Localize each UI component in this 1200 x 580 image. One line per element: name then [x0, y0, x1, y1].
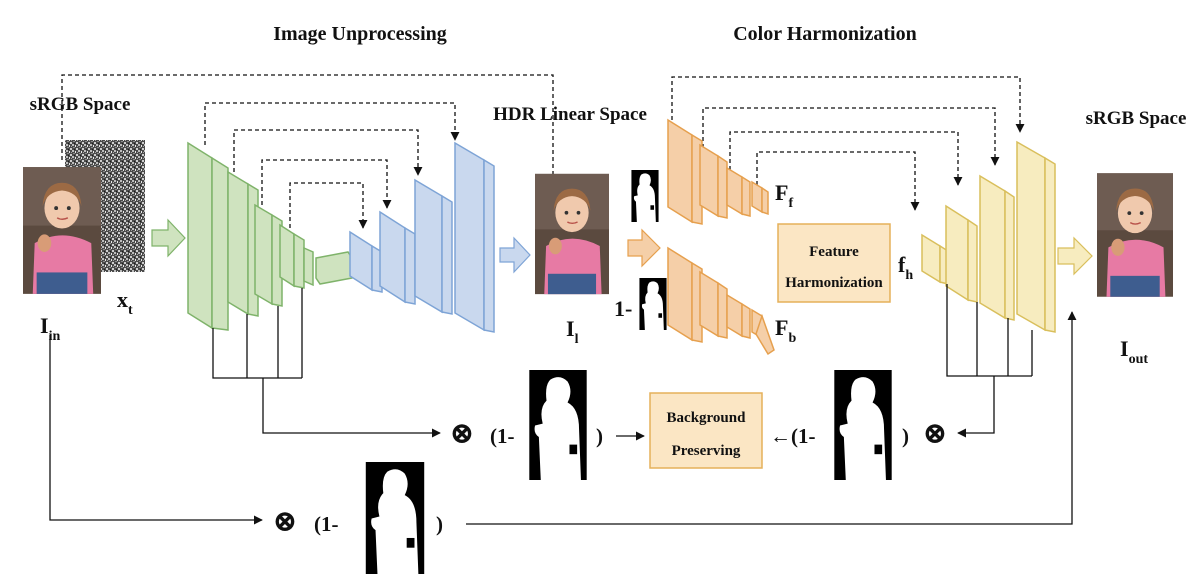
symbol-i-l: Il: [566, 316, 579, 347]
background-preserving-line1: Background: [667, 410, 747, 426]
background-preserving-line2: Preserving: [672, 443, 741, 459]
harmonization-decoder-blocks: [921, 140, 1056, 333]
foreground-mask-small: [631, 170, 659, 222]
background-mask-small: [639, 278, 667, 330]
foreground-encoder-blocks: [667, 118, 769, 225]
otimes-right-middle: ⊗: [922, 417, 947, 450]
heading-color-harmonization: Color Harmonization: [733, 23, 917, 45]
arrow-into-encoder: [151, 218, 186, 258]
input-to-bottom-path: [49, 335, 263, 525]
left-arrow-one-minus-right-middle: ←(1-: [770, 424, 816, 448]
label-srgb-space-right: sRGB Space: [1086, 108, 1187, 129]
bottom-to-output-path: [466, 311, 1077, 525]
symbol-f-h: fh: [898, 252, 913, 283]
mask-right-middle: [834, 370, 892, 480]
label-srgb-space-left: sRGB Space: [30, 94, 131, 115]
output-image: [1097, 172, 1173, 298]
one-minus-left-middle: (1-: [490, 424, 515, 448]
arrow-into-harmonization: [627, 228, 661, 268]
symbol-f-b: Fb: [775, 315, 796, 346]
close-paren-bottom: ): [436, 512, 443, 536]
symbol-i-in: Iin: [40, 313, 60, 344]
background-encoder-blocks: [667, 246, 775, 356]
encoder-feature-connectors: [212, 288, 441, 438]
decoder-blocks: [349, 141, 495, 333]
linear-image: [535, 173, 609, 295]
label-one-minus-mask: 1-: [614, 296, 632, 321]
heading-image-unprocessing: Image Unprocessing: [273, 23, 447, 45]
close-paren-right-middle: ): [902, 424, 909, 448]
arrow-into-output: [1057, 236, 1093, 276]
feature-harmonization-box: [777, 223, 891, 303]
decoder-feature-connectors: [946, 284, 1033, 438]
close-paren-left-middle: ): [596, 424, 603, 448]
symbol-i-out: Iout: [1120, 336, 1148, 367]
symbol-x: xt: [117, 287, 133, 318]
background-preserving-box: [649, 392, 763, 469]
encoder-blocks: [187, 141, 353, 331]
skip-connections-unprocessing: [61, 74, 558, 229]
otimes-left-middle: ⊗: [449, 417, 474, 450]
feature-harmonization-line1: Feature: [809, 244, 859, 260]
skip-connections-harmonization: [671, 76, 1025, 211]
feature-harmonization-line2: Harmonization: [785, 275, 883, 291]
label-hdr-linear-space: HDR Linear Space: [493, 104, 647, 125]
otimes-bottom: ⊗: [272, 505, 297, 538]
input-image: [23, 166, 101, 295]
mask-left-middle: [529, 370, 587, 480]
arrow-into-linear: [499, 236, 531, 274]
one-minus-bottom: (1-: [314, 512, 339, 536]
mask-bottom: [365, 462, 425, 574]
symbol-f-f: Ff: [775, 180, 793, 211]
